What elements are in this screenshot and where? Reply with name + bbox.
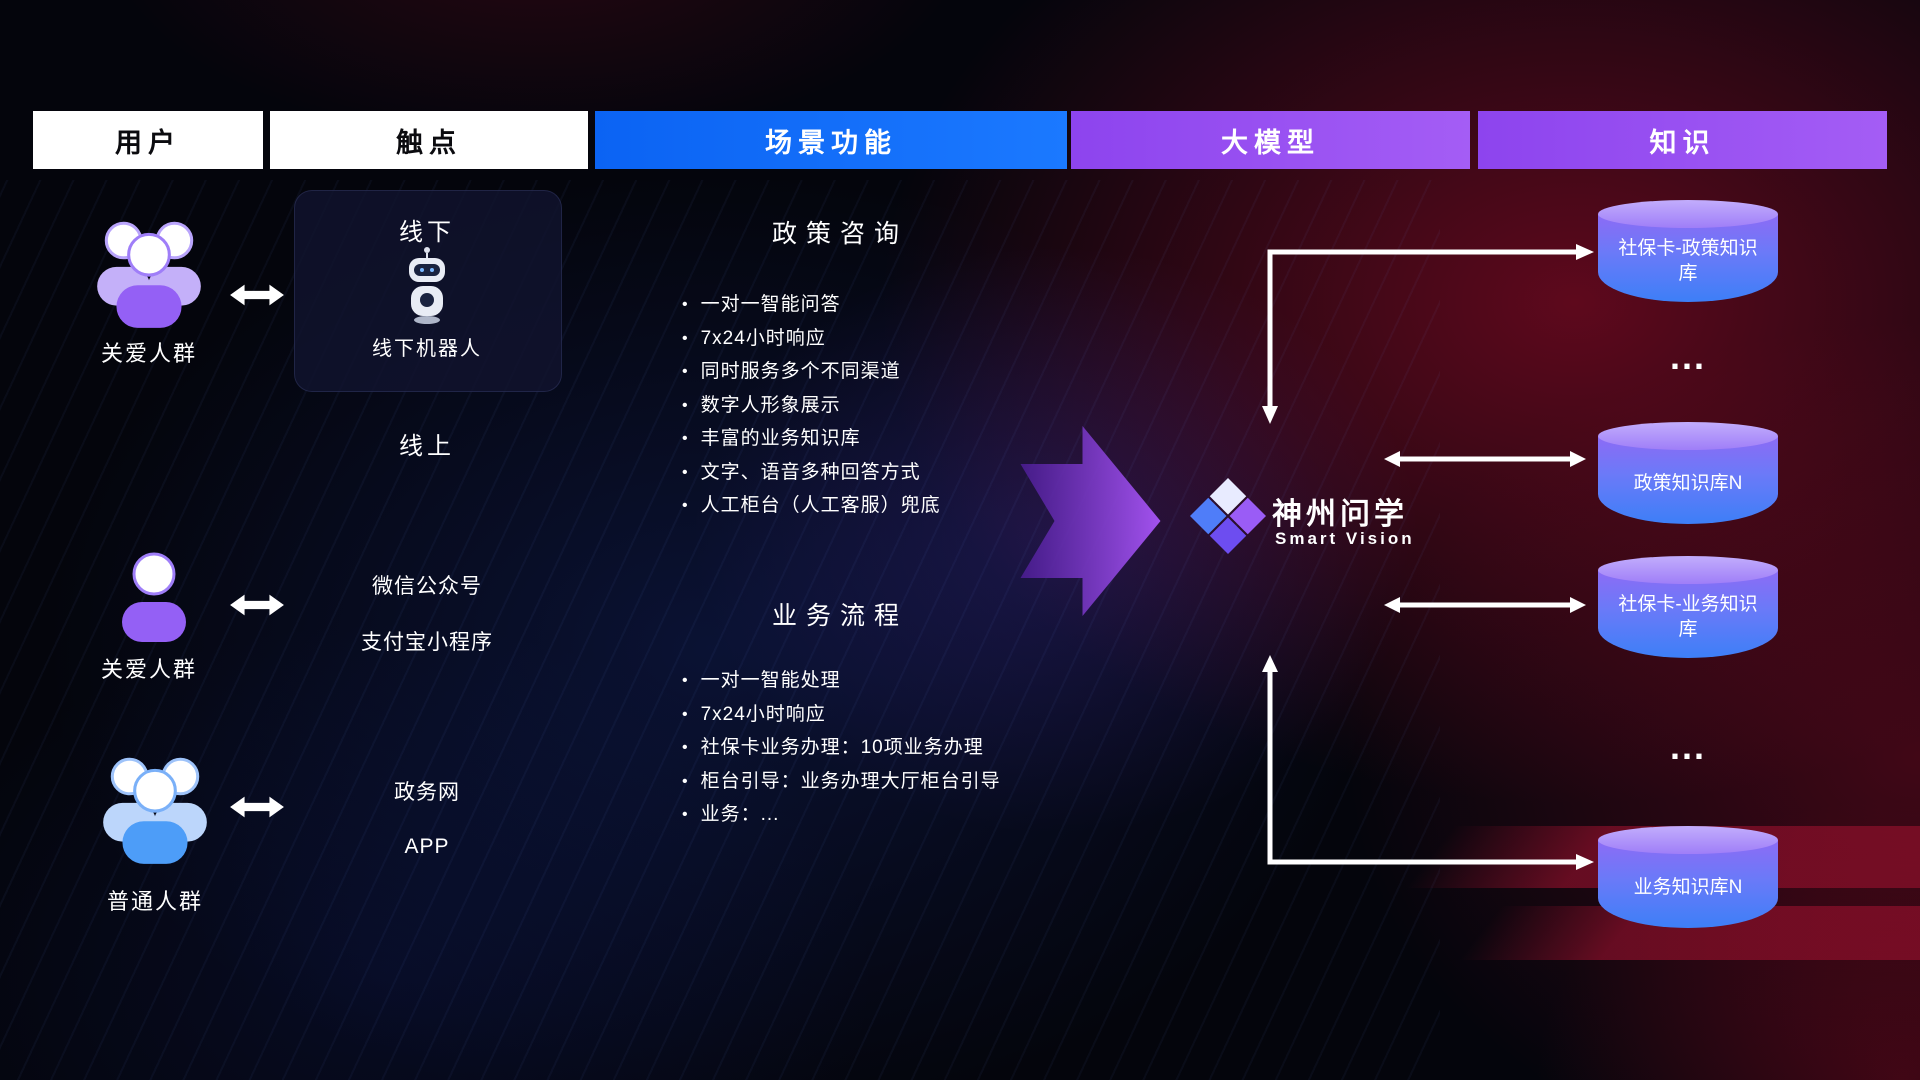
user-person-icon-purple	[122, 552, 186, 642]
touchpoint-gov-web: 政务网	[394, 781, 460, 804]
smart-vision-logo-icon	[1190, 478, 1266, 554]
business-feature-list: 一对一智能处理 7x24小时响应 社保卡业务办理：10项业务办理 柜台引导：业务…	[682, 665, 1001, 833]
connector-double-arrow-2	[1384, 597, 1586, 613]
list-item: 丰富的业务知识库	[682, 423, 941, 457]
header-touchpoints: 触点	[270, 111, 588, 169]
flow-arrow-icon	[1020, 426, 1161, 616]
list-item: 人工柜台（人工客服）兜底	[682, 490, 941, 524]
offline-title: 线下	[399, 219, 455, 246]
list-item: 数字人形象展示	[682, 390, 941, 424]
policy-feature-list: 一对一智能问答 7x24小时响应 同时服务多个不同渠道 数字人形象展示 丰富的业…	[682, 289, 941, 524]
touchpoint-wechat: 微信公众号	[372, 575, 482, 598]
offline-robot-label: 线下机器人	[372, 338, 482, 360]
list-item: 同时服务多个不同渠道	[682, 356, 941, 390]
header-knowledge: 知识	[1478, 111, 1887, 169]
knowledge-db-business-ssc: 社保卡-业务知识库	[1598, 556, 1778, 658]
scene-title-business: 业务流程	[771, 602, 908, 630]
cylinder-label: 政策知识库N	[1598, 436, 1778, 524]
cylinder-label: 社保卡-政策知识库	[1598, 214, 1778, 302]
list-item: 一对一智能处理	[682, 665, 1001, 699]
user-group-icon-purple	[97, 221, 201, 328]
header-scene-functions: 场景功能	[595, 111, 1067, 169]
knowledge-db-policy-n: 政策知识库N	[1598, 422, 1778, 524]
header-users: 用户	[33, 111, 263, 169]
cylinder-label: 社保卡-业务知识库	[1598, 570, 1778, 658]
knowledge-db-policy-ssc: 社保卡-政策知识库	[1598, 200, 1778, 302]
list-item: 一对一智能问答	[682, 289, 941, 323]
scene-title-policy: 政策咨询	[771, 220, 908, 248]
ellipsis-more-business: ...	[1669, 726, 1706, 767]
list-item: 业务：...	[682, 799, 1001, 833]
connector-double-arrow-1	[1384, 451, 1586, 467]
user-group-icon-blue	[103, 757, 207, 864]
cylinder-top	[1598, 826, 1778, 854]
list-item: 7x24小时响应	[682, 699, 1001, 733]
list-item: 柜台引导：业务办理大厅柜台引导	[682, 766, 1001, 800]
double-arrow-icon	[230, 796, 284, 818]
connector-arrow-bottom-l	[1262, 655, 1594, 870]
touchpoint-alipay: 支付宝小程序	[361, 631, 493, 654]
list-item: 社保卡业务办理：10项业务办理	[682, 732, 1001, 766]
touchpoint-app: APP	[404, 835, 450, 858]
list-item: 文字、语音多种回答方式	[682, 457, 941, 491]
ellipsis-more-policy: ...	[1669, 336, 1706, 377]
user-label-care-group-2: 关爱人群	[100, 657, 197, 682]
online-title: 线上	[399, 433, 455, 460]
user-label-care-group-1: 关爱人群	[100, 341, 197, 366]
model-subtitle: Smart Vision	[1275, 529, 1415, 548]
double-arrow-icon	[230, 594, 284, 616]
cylinder-top	[1598, 200, 1778, 228]
header-large-model: 大模型	[1071, 111, 1470, 169]
robot-icon	[409, 247, 445, 324]
cylinder-top	[1598, 556, 1778, 584]
list-item: 7x24小时响应	[682, 323, 941, 357]
model-name: 神州问学	[1272, 498, 1408, 531]
cylinder-label: 业务知识库N	[1598, 840, 1778, 928]
double-arrow-icon	[230, 284, 284, 306]
user-label-ordinary-group: 普通人群	[106, 889, 203, 914]
knowledge-db-business-n: 业务知识库N	[1598, 826, 1778, 928]
cylinder-top	[1598, 422, 1778, 450]
connector-arrow-top-l	[1262, 244, 1594, 424]
